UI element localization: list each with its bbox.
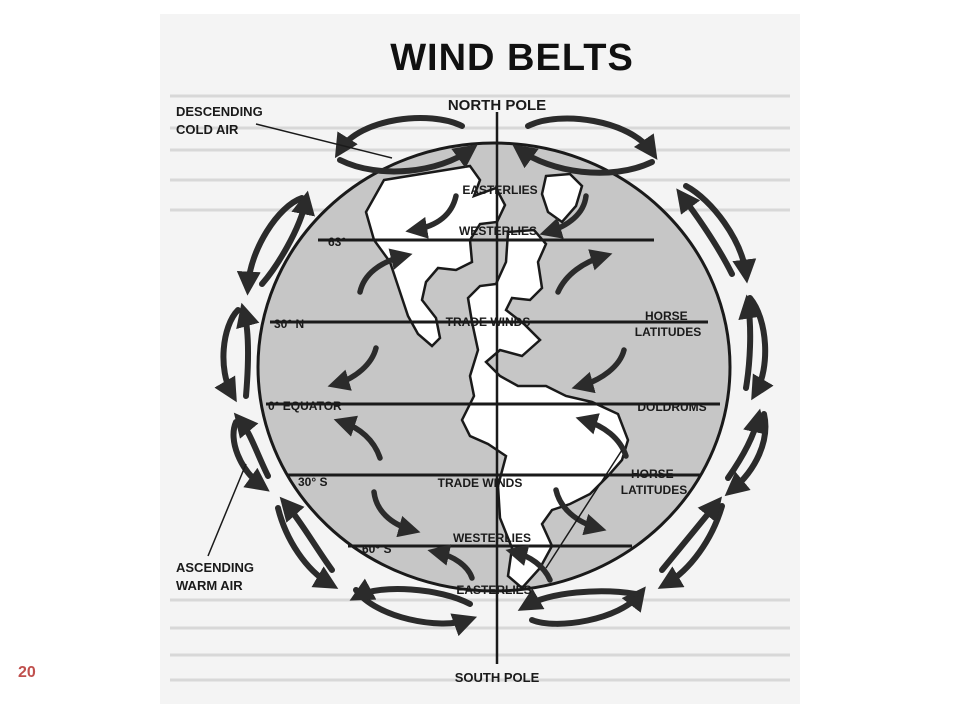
circulation-arrow [659, 496, 722, 573]
wind-arrow [333, 415, 383, 461]
circulation-arrow [259, 190, 315, 287]
wind-arrow [575, 413, 629, 459]
easterlies-south-label: EASTERLIES [456, 583, 531, 597]
slide-number: 20 [18, 664, 36, 681]
wind-arrow [371, 489, 421, 538]
wind-arrow [571, 347, 627, 394]
circulation-arrow [738, 294, 763, 391]
circulation-arrow [512, 144, 655, 176]
wind-arrow [405, 193, 459, 239]
trade-winds-south-label: TRADE WINDS [438, 476, 523, 490]
europe-africa-landmass [460, 228, 630, 590]
descending-line-1: DESCENDING [176, 104, 263, 119]
descending-cold-air-label: DESCENDING COLD AIR [176, 104, 266, 137]
surface-wind-arrows [327, 193, 629, 583]
wind-arrow [427, 544, 475, 581]
circulation-arrow [676, 188, 735, 277]
circulation-arrow [517, 588, 639, 611]
circulation-arrow [279, 496, 335, 573]
trade-winds-north-label: TRADE WINDS [446, 315, 531, 329]
wind-arrow [553, 487, 607, 536]
circulation-arrow [529, 586, 646, 627]
wind-arrow [505, 544, 553, 583]
circulation-arrow [525, 115, 658, 160]
lat-30n-label: 30° N [274, 317, 304, 331]
doldrums-pointer [545, 449, 623, 569]
ascending-line-2: WARM AIR [176, 578, 243, 593]
ascending-air-pointer [207, 463, 247, 557]
lat-60s-label: 60° S [362, 542, 391, 556]
westerlies-north-label: WESTERLIES [459, 224, 537, 238]
circulation-arrow [724, 411, 769, 497]
horse-latitudes-south-label: HORSE LATITUDES [621, 467, 687, 497]
circulation-arrow [214, 307, 241, 403]
equator-label: 0° EQUATOR [268, 399, 342, 413]
westerlies-south-label: WESTERLIES [453, 531, 531, 545]
circulation-arrow [334, 115, 465, 159]
south-pole-label: SOUTH POLE [455, 670, 540, 685]
ascending-line-1: ASCENDING [176, 560, 254, 575]
descending-line-2: COLD AIR [176, 122, 239, 137]
ascending-warm-air-label: ASCENDING WARM AIR [176, 560, 258, 593]
wind-arrow [539, 193, 589, 239]
lat-63-label: 63° [328, 235, 346, 249]
circulation-arrows [214, 115, 774, 637]
circulation-arrow [337, 144, 478, 175]
circulation-arrow [236, 302, 260, 399]
wind-arrow [555, 249, 613, 295]
north-america-landmass [364, 164, 507, 348]
descending-air-pointer [255, 123, 393, 159]
north-pole-label: NORTH POLE [448, 97, 546, 114]
circulation-arrow [657, 503, 725, 589]
latitude-lines [266, 238, 720, 548]
greenland-landmass [540, 172, 584, 224]
lat-30s-label: 30° S [298, 475, 327, 489]
wind-arrow [357, 248, 413, 295]
horse-latitudes-north-label: HORSE LATITUDES [635, 309, 701, 339]
doldrums-label: DOLDRUMS [637, 400, 706, 414]
easterlies-north-label: EASTERLIES [462, 183, 537, 197]
circulation-arrow [725, 408, 767, 481]
diagram-title: WIND BELTS [390, 37, 634, 79]
wind-arrow [327, 345, 379, 391]
circulation-arrow [349, 578, 473, 607]
circulation-arrow [233, 412, 271, 479]
